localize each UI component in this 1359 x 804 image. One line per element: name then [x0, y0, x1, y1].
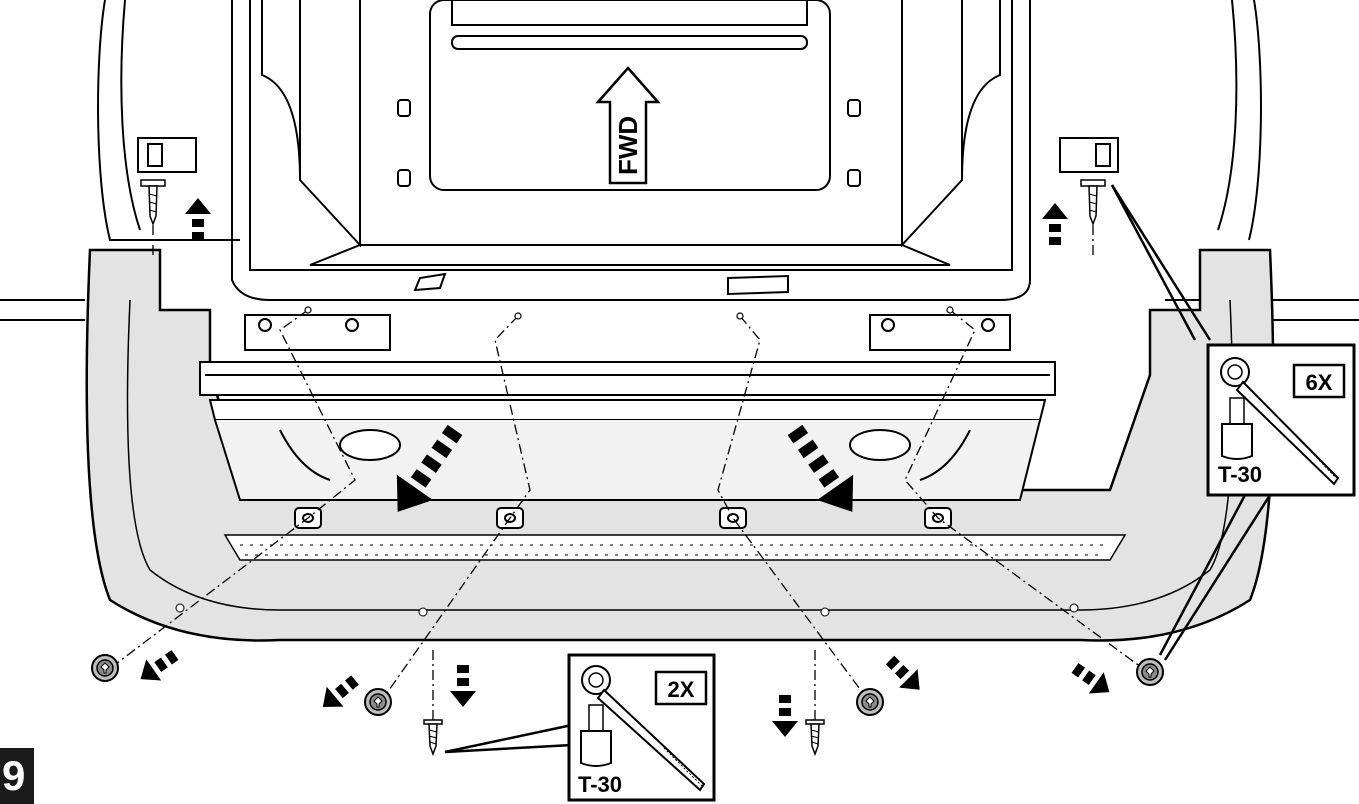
screw-arrow-4 [1067, 657, 1117, 703]
callout-bottom: 2X T-30 [444, 653, 716, 802]
callout-bottom-bit-size: T-30 [578, 772, 622, 797]
callout-right-quantity: 6X [1306, 370, 1333, 395]
torx-bit-icon [1221, 397, 1253, 460]
torx-bit-icon [580, 704, 612, 767]
screw-arrow-2 [314, 670, 364, 717]
screw-head-1 [91, 654, 119, 682]
step-number: 9 [0, 748, 34, 804]
pin-arrow-right [772, 695, 798, 737]
callout-right-bit-size: T-30 [1218, 462, 1262, 487]
fwd-label: FWD [613, 116, 643, 175]
screw-arrow-3 [880, 650, 929, 699]
push-pin-right [805, 719, 825, 755]
bumper-removal-arrow-left [396, 424, 463, 512]
screw-head-2 [364, 688, 392, 716]
removal-arrow-up-left [185, 198, 211, 240]
ratchet-icon [581, 665, 706, 792]
ratchet-icon [1220, 357, 1340, 486]
bumper-removal-arrow-right [787, 424, 854, 512]
upper-screw-left [140, 179, 166, 227]
callout-bottom-quantity: 2X [668, 677, 695, 702]
upper-screw-right [1080, 179, 1106, 227]
screw-arrow-1 [133, 644, 183, 690]
forward-direction-arrow: FWD [595, 66, 661, 185]
pin-arrow-left [450, 665, 476, 707]
push-pin-left [423, 719, 443, 755]
alignment-lines [107, 195, 1146, 720]
callout-right: 6X T-30 [1110, 184, 1356, 661]
screw-head-4 [1136, 658, 1164, 686]
fastener-holes [304, 306, 954, 320]
removal-arrow-up-right [1042, 203, 1068, 245]
screw-head-3 [856, 688, 884, 716]
van-body [0, 0, 1359, 321]
rear-bumper-cover [85, 248, 1275, 642]
bumper-reinforcement [199, 314, 1056, 501]
